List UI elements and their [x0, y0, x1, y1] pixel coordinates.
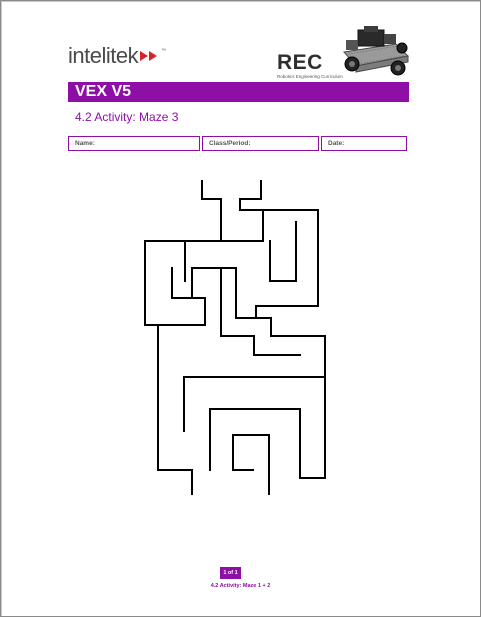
maze-wall	[256, 306, 318, 318]
maze-wall	[158, 325, 192, 494]
page-indicator: 1 of 1	[220, 567, 241, 579]
maze-wall	[202, 181, 221, 241]
maze-wall	[210, 409, 300, 470]
maze-wall	[240, 181, 318, 306]
maze-wall	[184, 377, 325, 431]
maze-wall	[270, 222, 296, 281]
maze-wall	[145, 241, 205, 325]
maze-wall	[172, 268, 205, 298]
footer-document-name: 4.2 Activity: Maze 1 + 2	[0, 583, 481, 589]
maze-wall	[271, 336, 325, 478]
maze-wall	[233, 435, 269, 494]
